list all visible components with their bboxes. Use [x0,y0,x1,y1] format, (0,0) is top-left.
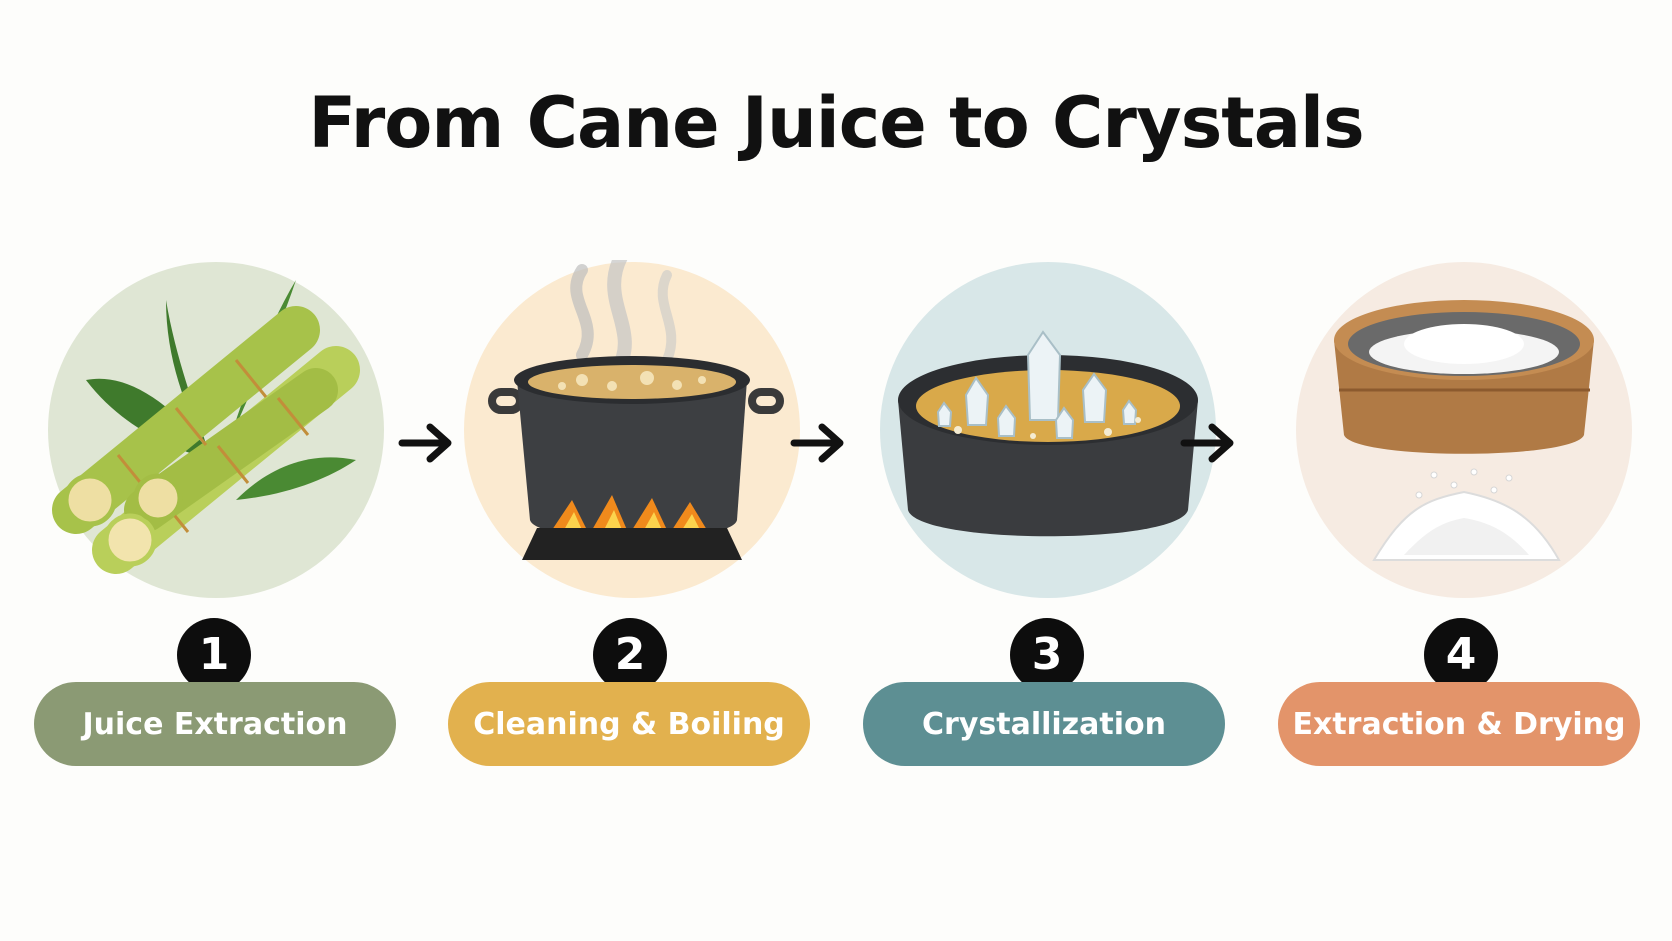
sieve-sugar-icon [1294,260,1634,600]
right-arrow-icon [790,418,850,468]
step-label-cleaning-boiling: Cleaning & Boiling [448,682,810,766]
step-label-extraction-drying: Extraction & Drying [1278,682,1640,766]
step-number-badge: 3 [1010,618,1084,692]
right-arrow-icon [398,418,458,468]
right-arrow-icon [1180,418,1240,468]
crystal-pan-icon [878,260,1218,600]
sugarcane-icon [46,260,386,600]
diagram-title: From Cane Juice to Crystals [308,82,1364,164]
step-number-badge: 2 [593,618,667,692]
step-label-juice-extraction: Juice Extraction [34,682,396,766]
step-number-badge: 1 [177,618,251,692]
step-number-badge: 4 [1424,618,1498,692]
boiling-pot-icon [462,260,802,600]
step-label-crystallization: Crystallization [863,682,1225,766]
